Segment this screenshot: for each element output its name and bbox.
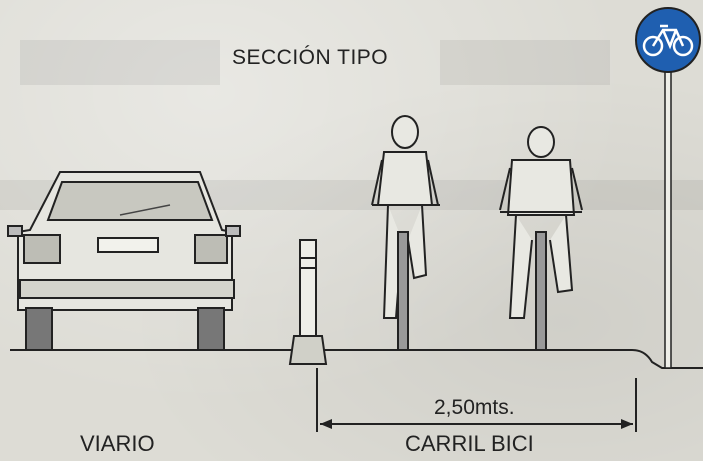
- diagram-title: SECCIÓN TIPO: [232, 46, 389, 69]
- road-zone-label: VIARIO: [80, 431, 155, 456]
- bollard: [288, 239, 328, 365]
- bike-lane-sign: [635, 7, 701, 369]
- car-rear-view: [7, 171, 241, 351]
- bicycle-icon: [642, 24, 694, 57]
- cyclist-front: [371, 115, 440, 351]
- bike-lane-zone-label: CARRIL BICI: [405, 431, 534, 456]
- ground-line: [10, 349, 703, 369]
- cyclist-back: [499, 126, 583, 351]
- lane-width-dimension: [316, 368, 637, 432]
- lane-width-label: 2,50mts.: [434, 396, 515, 419]
